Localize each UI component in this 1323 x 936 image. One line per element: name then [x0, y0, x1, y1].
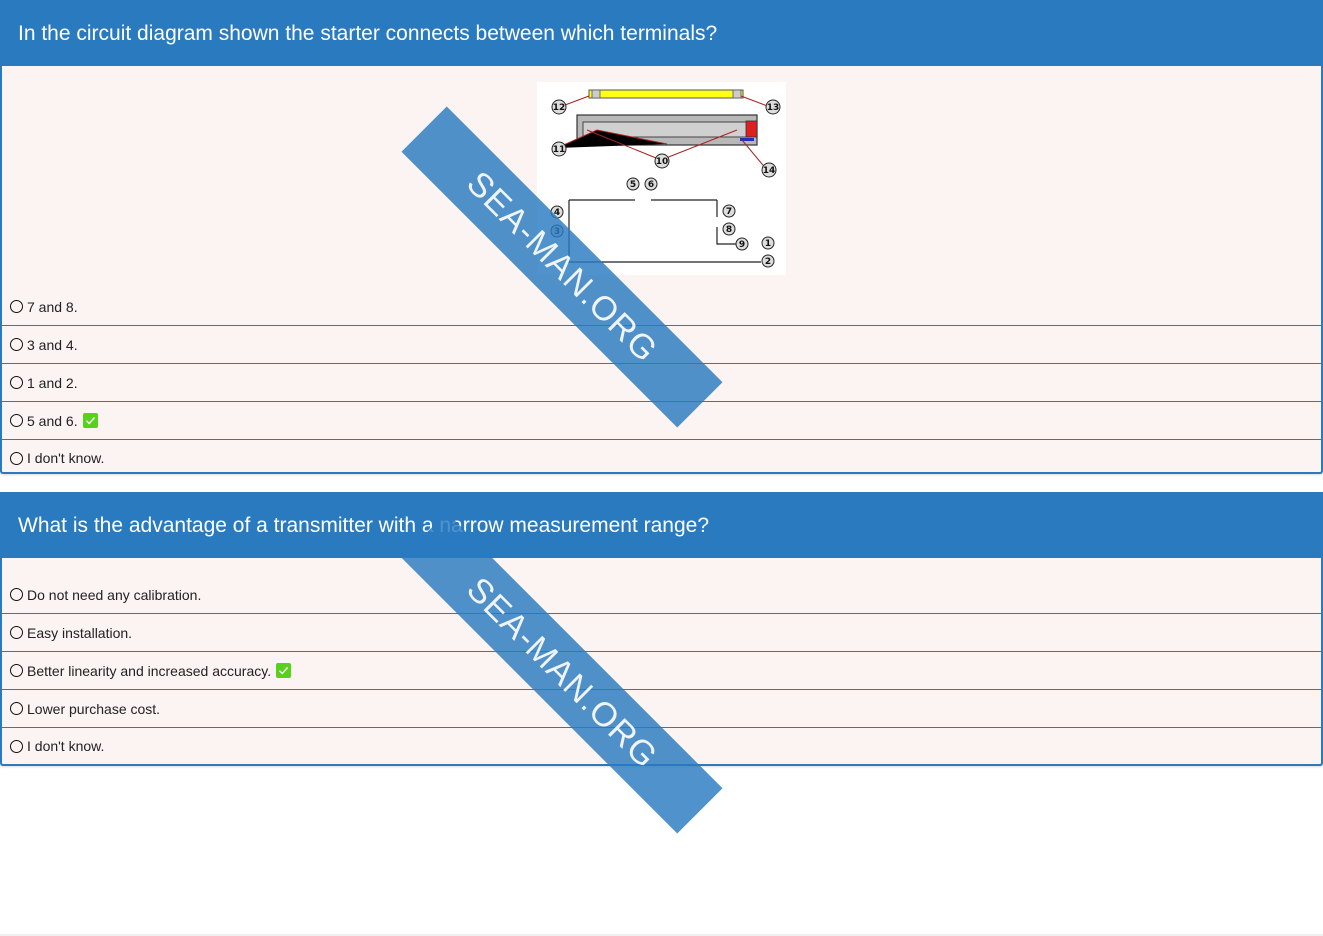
figure-label: 13: [767, 103, 780, 113]
radio-circle-icon[interactable]: [10, 702, 23, 715]
question-title: What is the advantage of a transmitter w…: [0, 492, 1323, 558]
answer-option[interactable]: 7 and 8.: [2, 288, 1321, 326]
option-label: 1 and 2.: [27, 374, 78, 391]
figure-label: 4: [554, 208, 560, 218]
radio-circle-icon[interactable]: [10, 300, 23, 313]
option-label: 5 and 6.: [27, 412, 78, 429]
figure-label: 5: [630, 180, 636, 190]
radio-circle-icon[interactable]: [10, 376, 23, 389]
answer-option[interactable]: 1 and 2.: [2, 364, 1321, 402]
option-label: Easy installation.: [27, 624, 133, 641]
figure-label: 14: [763, 166, 776, 176]
radio-circle-icon[interactable]: [10, 414, 23, 427]
answer-option[interactable]: 3 and 4.: [2, 326, 1321, 364]
option-label: 3 and 4.: [27, 336, 78, 353]
question-card: What is the advantage of a transmitter w…: [0, 492, 1323, 766]
option-label: I don't know.: [27, 450, 105, 466]
radio-circle-icon[interactable]: [10, 338, 23, 351]
figure-label: 9: [739, 240, 745, 250]
circuit-diagram-image: 12 13 11 10 14 5 6 4 7 3 8 9 1 2: [537, 82, 786, 275]
option-label: Do not need any calibration.: [27, 586, 202, 603]
question-card: In the circuit diagram shown the starter…: [0, 0, 1323, 474]
figure-label: 2: [765, 257, 771, 267]
radio-circle-icon[interactable]: [10, 739, 23, 753]
page-divider: [0, 934, 1323, 936]
figure-label: 12: [553, 103, 566, 113]
figure-label: 10: [656, 157, 669, 167]
option-label: I don't know.: [27, 738, 105, 754]
option-label: 7 and 8.: [27, 298, 78, 315]
radio-circle-icon[interactable]: [10, 626, 23, 639]
radio-circle-icon[interactable]: [10, 588, 23, 601]
figure-label: 11: [553, 145, 566, 155]
answer-option[interactable]: Do not need any calibration.: [2, 576, 1321, 614]
question-title: In the circuit diagram shown the starter…: [0, 0, 1323, 66]
checkmark-icon: [82, 413, 98, 428]
option-label: Lower purchase cost.: [27, 700, 161, 717]
answer-option[interactable]: 5 and 6.: [2, 402, 1321, 440]
figure-label: 1: [765, 239, 771, 249]
figure-label: 8: [726, 225, 732, 235]
radio-circle-icon[interactable]: [10, 451, 23, 465]
figure-label: 6: [648, 180, 654, 190]
figure-label: 7: [726, 207, 732, 217]
answer-option[interactable]: Better linearity and increased accuracy.: [2, 652, 1321, 690]
answer-option[interactable]: I don't know.: [2, 440, 1321, 476]
figure-area: 12 13 11 10 14 5 6 4 7 3 8 9 1 2: [2, 66, 1321, 288]
answer-option[interactable]: Easy installation.: [2, 614, 1321, 652]
figure-label: 3: [554, 227, 560, 237]
option-label: Better linearity and increased accuracy.: [27, 662, 272, 679]
answer-option[interactable]: Lower purchase cost.: [2, 690, 1321, 728]
checkmark-icon: [276, 663, 292, 678]
answer-option[interactable]: I don't know.: [2, 728, 1321, 764]
radio-circle-icon[interactable]: [10, 664, 23, 677]
circuit-diagram-svg: 12 13 11 10 14 5 6 4 7 3 8 9 1 2: [550, 89, 781, 268]
